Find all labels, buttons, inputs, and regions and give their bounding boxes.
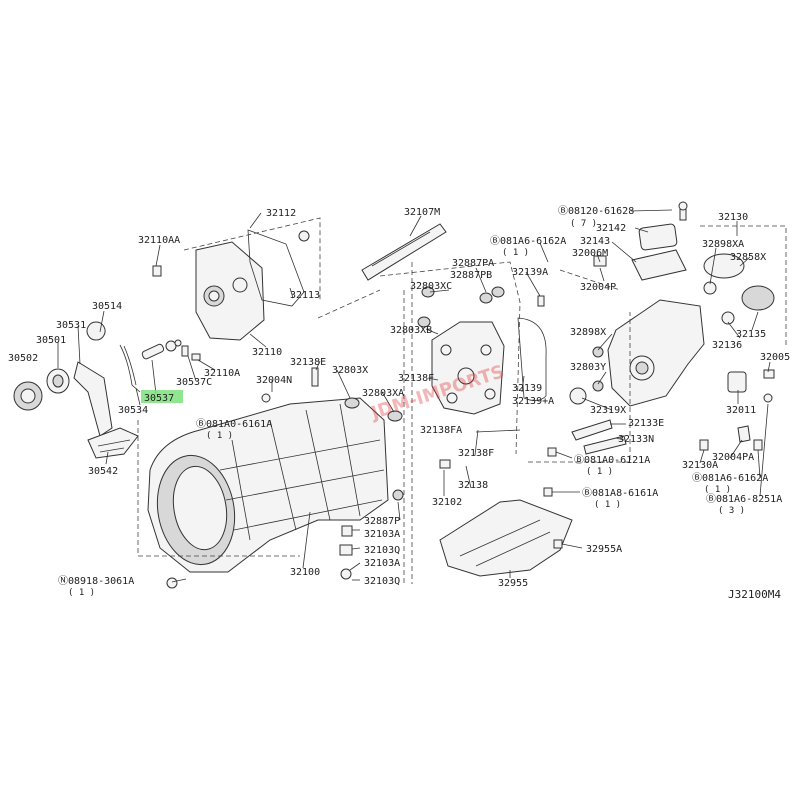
label-30542: 30542 [88, 466, 118, 477]
label-32136: 32136 [712, 340, 742, 351]
label-081A0-6121A: Ⓑ081A0-6121A [574, 454, 650, 466]
label-08120-61628-qty: ( 7 ) [570, 219, 597, 229]
label-081A6-6162A-right-qty: ( 1 ) [704, 485, 731, 495]
label-081A6-6162A-qty: ( 1 ) [502, 248, 529, 258]
label-32138F: 32138F [398, 373, 434, 384]
label-30537C: 30537C [176, 377, 212, 388]
label-32887P: 32887P [364, 516, 400, 527]
oil-pan-group [439, 487, 573, 577]
label-32103A-lower: 32103A [364, 558, 400, 569]
label-32004P: 32004P [580, 282, 616, 293]
label-32803XA: 32803XA [362, 388, 404, 399]
label-08918-3061A: Ⓝ08918-3061A [58, 575, 134, 587]
label-32955: 32955 [498, 578, 528, 589]
label-32130A: 32130A [682, 460, 718, 471]
label-30537: 30537 [144, 393, 174, 404]
label-32898X: 32898X [570, 327, 606, 338]
transmission-case [147, 367, 404, 589]
label-081A6-6162A-right: Ⓑ081A6-6162A [692, 472, 768, 484]
label-32858X: 32858X [730, 252, 766, 263]
label-32110: 32110 [252, 347, 282, 358]
label-081A0-6161A-qty: ( 1 ) [206, 431, 233, 441]
label-32112: 32112 [266, 208, 296, 219]
label-32803Y: 32803Y [570, 362, 606, 373]
shift-rail [361, 223, 447, 281]
front-cover-group [152, 229, 310, 361]
label-30534: 30534 [118, 405, 148, 416]
label-32135: 32135 [736, 329, 766, 340]
label-32887PB: 32887PB [450, 270, 492, 281]
label-32004PA: 32004PA [712, 452, 754, 463]
label-32102: 32102 [432, 497, 462, 508]
label-32803X: 32803X [332, 365, 368, 376]
release-bearing-group [13, 321, 177, 459]
label-08120-61628: Ⓑ08120-61628 [558, 205, 634, 217]
label-32133N: 32133N [618, 434, 654, 445]
label-32103Q: 32103Q [364, 545, 400, 556]
label-081A6-6162A: Ⓑ081A6-6162A [490, 235, 566, 247]
label-30501: 30501 [36, 335, 66, 346]
label-32005: 32005 [760, 352, 790, 363]
label-32004N: 32004N [256, 375, 292, 386]
label-32138FA: 32138FA [420, 425, 462, 436]
label-32103A: 32103A [364, 529, 400, 540]
label-081A8-6161A: Ⓑ081A8-6161A [582, 487, 658, 499]
label-081A8-6161A-qty: ( 1 ) [594, 500, 621, 510]
part-labels: 32112 32110AA 30514 30531 30501 30502 32… [8, 205, 790, 598]
label-32138E: 32138E [290, 357, 326, 368]
label-30531: 30531 [56, 320, 86, 331]
label-32110A: 32110A [204, 368, 240, 379]
label-32887PA: 32887PA [452, 258, 494, 269]
label-081A6-8251A-qty: ( 3 ) [718, 506, 745, 516]
label-32138: 32138 [458, 480, 488, 491]
label-32103Q-lower: 32103Q [364, 576, 400, 587]
label-32011: 32011 [726, 405, 756, 416]
label-32319X: 32319X [590, 405, 626, 416]
label-32898XA: 32898XA [702, 239, 744, 250]
label-08918-3061A-qty: ( 1 ) [68, 588, 95, 598]
label-32139-plus-A: 32139+A [512, 396, 554, 407]
label-081A6-8251A: Ⓑ081A6-8251A [706, 493, 782, 505]
adapter-plate-group [417, 286, 547, 469]
highlight-30537 [141, 390, 183, 403]
label-32142: 32142 [596, 223, 626, 234]
label-32006M: 32006M [572, 248, 608, 259]
label-32955A: 32955A [586, 544, 622, 555]
group-outlines [137, 217, 787, 585]
label-32113: 32113 [290, 290, 320, 301]
label-32803XB: 32803XB [390, 325, 432, 336]
label-32143: 32143 [580, 236, 610, 247]
label-32110AA: 32110AA [138, 235, 180, 246]
label-32130: 32130 [718, 212, 748, 223]
label-32133E: 32133E [628, 418, 664, 429]
label-32139A: 32139A [512, 267, 548, 278]
label-32139: 32139 [512, 383, 542, 394]
leader-lines [57, 209, 771, 583]
label-30502: 30502 [8, 353, 38, 364]
label-32803XC: 32803XC [410, 281, 452, 292]
label-30514: 30514 [92, 301, 122, 312]
label-32100: 32100 [290, 567, 320, 578]
label-081A0-6121A-qty: ( 1 ) [586, 467, 613, 477]
label-081A0-6161A: Ⓑ081A0-6161A [196, 418, 272, 430]
label-32138F-lower: 32138F [458, 448, 494, 459]
label-32107M: 32107M [404, 207, 440, 218]
diagram-code: J32100M4 [728, 588, 781, 601]
